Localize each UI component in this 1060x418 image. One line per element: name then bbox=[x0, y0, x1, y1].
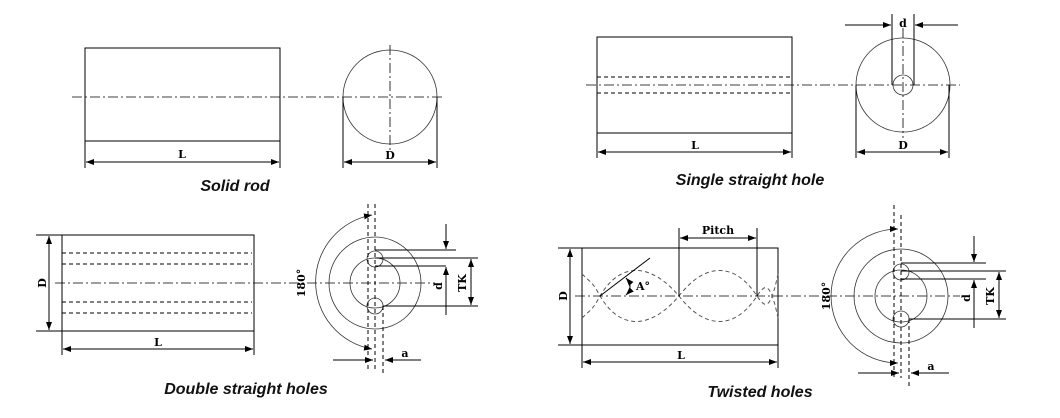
double-holes-drawing: D L 180° d TK a Double straight holes bbox=[36, 204, 478, 398]
hole-diameter-label: d bbox=[960, 294, 973, 302]
caption-single-hole: Single straight hole bbox=[676, 172, 825, 189]
caption-twisted-holes: Twisted holes bbox=[707, 384, 812, 401]
hole-diameter-label: d bbox=[432, 282, 445, 290]
tk-label: TK bbox=[984, 287, 997, 305]
solid-rod-side-view bbox=[84, 47, 281, 142]
single-hole-drawing: d L D Single straight hole bbox=[586, 14, 960, 189]
hole-diameter-label: d bbox=[899, 17, 907, 30]
rotation-arc bbox=[830, 226, 899, 366]
angle-180-label: 180° bbox=[295, 269, 308, 297]
offset-a-label: a bbox=[927, 360, 934, 373]
pitch-label: Pitch bbox=[702, 224, 734, 237]
diameter-label: D bbox=[385, 149, 395, 162]
length-label: L bbox=[154, 336, 162, 349]
end-view-outer bbox=[328, 236, 422, 330]
length-label: L bbox=[691, 139, 699, 152]
diameter-label: D bbox=[898, 139, 908, 152]
diameter-label: D bbox=[557, 291, 570, 301]
caption-solid-rod: Solid rod bbox=[200, 178, 271, 195]
diameter-label: D bbox=[36, 278, 49, 288]
length-label: L bbox=[677, 349, 685, 362]
rotation-arc bbox=[315, 213, 373, 351]
angle-180-label: 180° bbox=[820, 282, 833, 310]
helix-angle-line bbox=[599, 257, 651, 297]
twisted-holes-side-view bbox=[581, 247, 779, 346]
solid-rod-drawing: L D Solid rod bbox=[72, 45, 445, 195]
twisted-holes-drawing: D A° Pitch L 180° d TK a Twisted holes bbox=[557, 205, 1006, 401]
tk-label: TK bbox=[456, 274, 469, 292]
length-label: L bbox=[178, 148, 186, 161]
offset-a-label: a bbox=[401, 347, 408, 360]
helix-angle-label: A° bbox=[635, 280, 650, 293]
caption-double-holes: Double straight holes bbox=[164, 381, 328, 398]
